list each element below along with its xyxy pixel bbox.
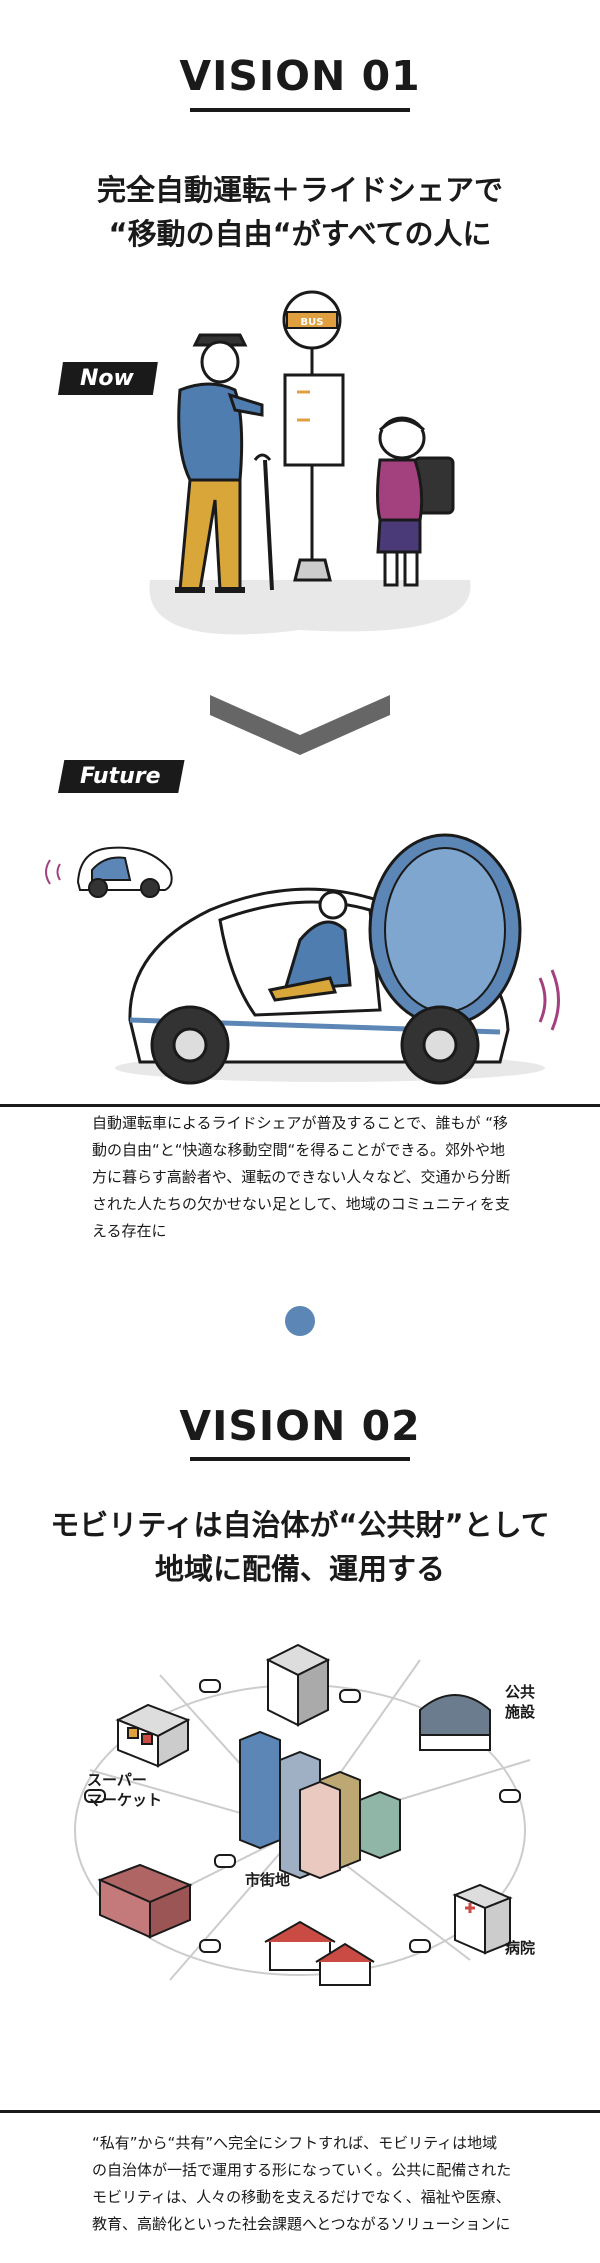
vision2-title: VISION 02 <box>179 1402 421 1450</box>
houses-icon <box>264 1920 375 1986</box>
child-icon <box>376 416 455 587</box>
downtown-buildings-icon <box>239 1730 401 1880</box>
vision2-headline: モビリティは自治体が“公共財”として 地域に配備、運用する <box>0 1503 600 1591</box>
vision2-headline-line1: モビリティは自治体が“公共財”として <box>50 1508 550 1542</box>
vision1-headline: 完全自動運転＋ライドシェアで “移動の自由“がすべての人に <box>0 168 600 256</box>
future-illustration <box>45 833 560 1085</box>
elderly-man-icon <box>175 333 274 593</box>
small-cars-icon <box>84 1679 521 1953</box>
ground-shadow <box>149 580 471 635</box>
vision1-headline-line2: “移動の自由“がすべての人に <box>108 217 492 251</box>
small-car-icon <box>45 846 173 898</box>
community-map-illustration <box>74 1643 531 1986</box>
hospital-label: 病院 <box>505 1939 536 1957</box>
supermarket-label-line1: スーパー <box>87 1771 147 1789</box>
bus-stop-sign-icon <box>282 290 345 582</box>
public-facility-label-line1: 公共 <box>505 1683 536 1701</box>
supermarket-label-line2: マーケット <box>87 1791 163 1809</box>
vision2-divider <box>0 2110 600 2113</box>
vision1-body-text: 自動運転車によるライドシェアが普及することで、誰もが “移動の自由“と“快適な移… <box>92 1114 511 1240</box>
vision2-body-text: “私有”から“共有”へ完全にシフトすれば、モビリティは地域の自治体が一括で運用す… <box>92 2134 512 2233</box>
vision1-divider <box>0 1104 600 1107</box>
downtown-label: 市街地 <box>245 1871 291 1889</box>
vision2-headline-line2: 地域に配備、運用する <box>154 1552 445 1586</box>
office-building-icon <box>265 1643 331 1727</box>
section-dot <box>285 1306 315 1336</box>
supermarket-icon <box>115 1703 191 1768</box>
vision1-title-underline <box>190 108 410 112</box>
chevron-down-icon <box>210 695 390 755</box>
public-facility-icon <box>419 1694 491 1751</box>
apartment-block-icon <box>97 1863 193 1939</box>
public-facility-label-line2: 施設 <box>505 1703 536 1721</box>
vision1-headline-line1: 完全自動運転＋ライドシェアで <box>96 173 503 207</box>
supermarket-label: スーパー マーケット <box>87 1770 162 1810</box>
hospital-icon <box>452 1883 513 1955</box>
now-illustration: BUS <box>149 290 471 635</box>
autonomous-car-icon <box>115 833 560 1085</box>
bus-sign-text: BUS <box>301 317 324 328</box>
vision1-title: VISION 01 <box>179 52 421 100</box>
future-tag: Future <box>58 760 185 793</box>
vision2-title-underline <box>190 1457 410 1461</box>
public-facility-label: 公共 施設 <box>505 1682 535 1722</box>
now-tag: Now <box>58 362 158 395</box>
